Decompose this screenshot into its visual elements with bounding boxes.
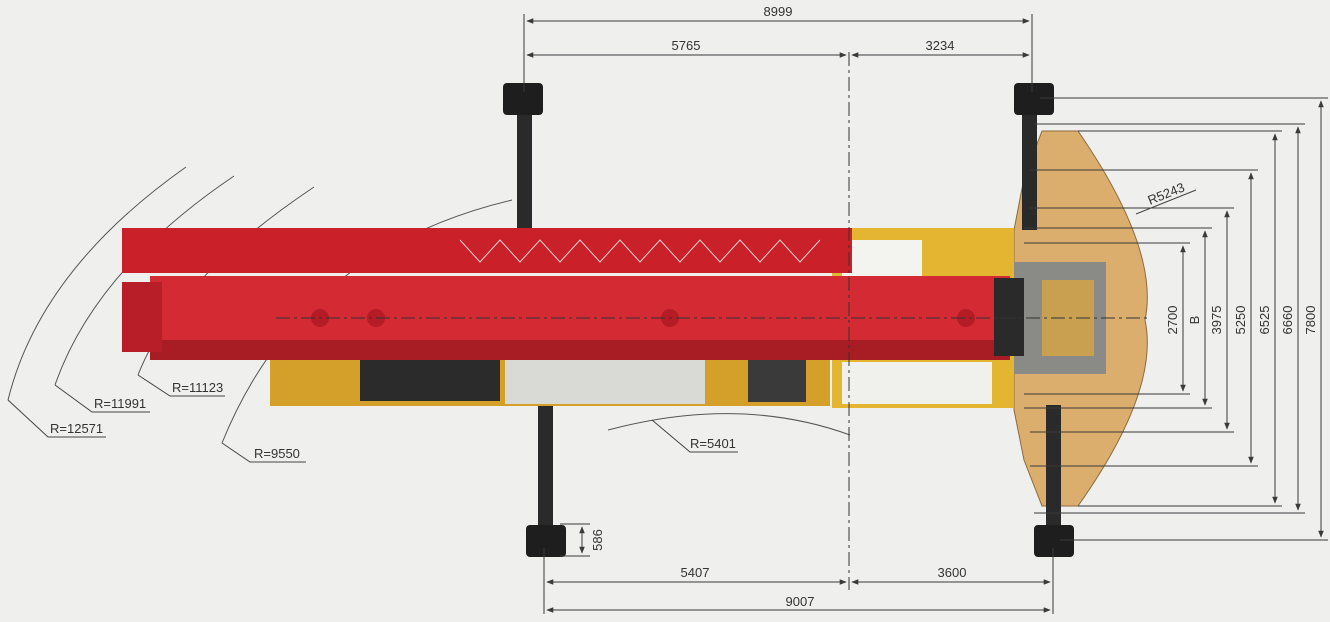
dim-label-2700: 2700	[1165, 306, 1180, 335]
boom-lattice-jib	[122, 228, 852, 273]
boom-shadow	[150, 340, 1010, 360]
outrigger-beam-bottom-right	[1046, 405, 1061, 535]
dim-label-586: 586	[590, 529, 605, 551]
dim-label-3600: 3600	[938, 565, 967, 580]
chassis-deck-plate	[505, 360, 705, 404]
lattice-pattern	[459, 239, 821, 263]
top-dimensions	[523, 14, 1033, 92]
right-dimensions	[1024, 97, 1328, 541]
bottom-dimensions	[543, 523, 1054, 614]
dim-label-b: B	[1187, 316, 1202, 325]
dim-label-3975: 3975	[1209, 306, 1224, 335]
outrigger-pad-top-left	[503, 83, 543, 115]
boom-base	[994, 278, 1024, 356]
arc-r11991	[54, 175, 235, 386]
radius-label-r12571: R=12571	[50, 421, 103, 436]
cab-area	[842, 240, 922, 276]
radius-leaders	[7, 189, 1197, 463]
arc-r12571	[7, 166, 187, 401]
engine-block	[360, 355, 500, 401]
radius-label-r11123: R=11123	[172, 380, 223, 395]
outrigger-beam-top-left	[517, 100, 532, 235]
winch-area	[842, 362, 992, 404]
dim-label-6660: 6660	[1280, 306, 1295, 335]
radius-label-r5243: R5243	[1146, 180, 1187, 208]
radiator-grille	[748, 356, 806, 402]
dim-label-7800: 7800	[1303, 306, 1318, 335]
arc-r5401	[607, 413, 851, 436]
outrigger-beam-bottom-left	[538, 405, 553, 535]
radius-label-r9550: R=9550	[254, 446, 300, 461]
outriggers	[503, 83, 1074, 557]
boom-pin	[957, 309, 975, 327]
dim-label-3234: 3234	[926, 38, 955, 53]
centerlines	[276, 52, 1150, 590]
dim-label-6525: 6525	[1257, 306, 1272, 335]
outrigger-pad-bottom-left	[526, 525, 566, 557]
dim-label-5250: 5250	[1233, 306, 1248, 335]
radius-label-r11991: R=11991	[94, 396, 146, 411]
boom-head	[122, 282, 162, 352]
outrigger-pad-top-right	[1014, 83, 1054, 115]
radius-label-r5401: R=5401	[690, 436, 736, 451]
outrigger-pad-bottom-right	[1034, 525, 1074, 557]
dim-label-9007: 9007	[786, 594, 815, 609]
outrigger-beam-top-right	[1022, 100, 1037, 230]
dim-label-5765: 5765	[672, 38, 701, 53]
dim-label-8999: 8999	[764, 4, 793, 19]
dim-label-5407: 5407	[681, 565, 710, 580]
